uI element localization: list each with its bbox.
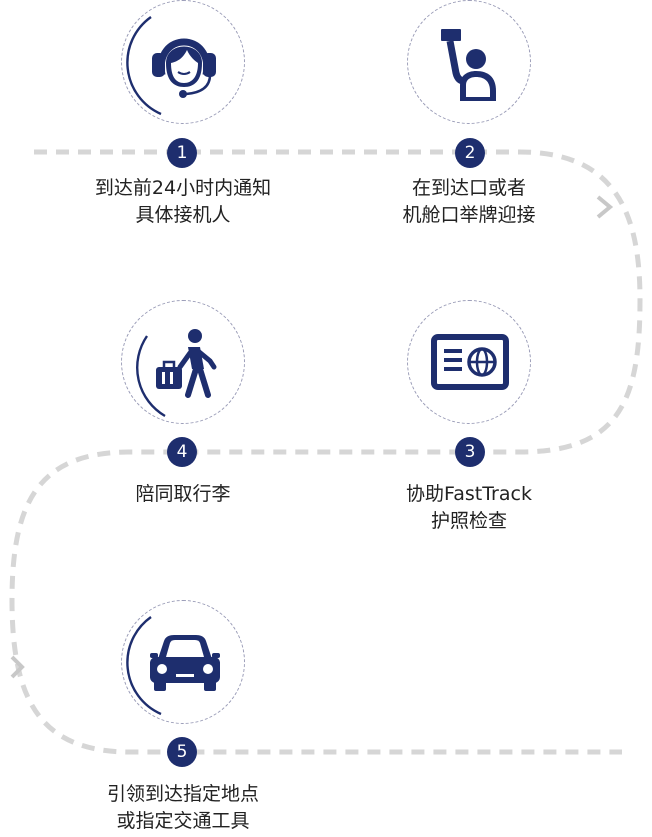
step-4-caption-line1: 陪同取行李 <box>135 483 231 505</box>
step-3-caption: 协助FastTrack 护照检查 <box>349 481 589 535</box>
step-2-caption-line1: 在到达口或者 <box>411 177 526 199</box>
step-5-caption-line2: 或指定交通工具 <box>116 810 250 832</box>
step-2-number-badge: 2 <box>455 138 485 168</box>
step-5-caption-line1: 引领到达指定地点 <box>106 783 259 805</box>
headset-agent-icon <box>152 38 216 98</box>
passport-card-icon <box>431 334 509 390</box>
route-arrow-down-icon <box>10 655 25 679</box>
step-1-ring <box>121 0 245 124</box>
step-2-ring <box>407 0 531 124</box>
car-icon <box>150 635 220 691</box>
step-2-caption: 在到达口或者 机舱口举牌迎接 <box>349 175 589 229</box>
step-4-number-badge: 4 <box>167 437 197 467</box>
sign-holder-icon <box>441 29 496 101</box>
step-1-number-badge: 1 <box>167 138 197 168</box>
step-4-ring <box>121 300 245 424</box>
step-3-ring <box>407 300 531 424</box>
step-3-caption-line2: 护照检查 <box>430 510 507 532</box>
step-1-caption-line2: 具体接机人 <box>135 204 231 226</box>
walking-luggage-icon <box>156 329 217 398</box>
step-4-caption: 陪同取行李 <box>63 481 303 508</box>
step-1-caption-line1: 到达前24小时内通知 <box>94 177 272 199</box>
step-3-number-badge: 3 <box>455 437 485 467</box>
step-2-caption-line2: 机舱口举牌迎接 <box>402 204 536 226</box>
step-3-caption-line1: 协助FastTrack <box>406 483 532 505</box>
step-5-number-badge: 5 <box>167 737 197 767</box>
step-5-caption: 引领到达指定地点 或指定交通工具 <box>63 781 303 835</box>
step-1-caption: 到达前24小时内通知 具体接机人 <box>63 175 303 229</box>
route-arrow-right-icon <box>596 195 614 219</box>
step-5-ring <box>121 600 245 724</box>
